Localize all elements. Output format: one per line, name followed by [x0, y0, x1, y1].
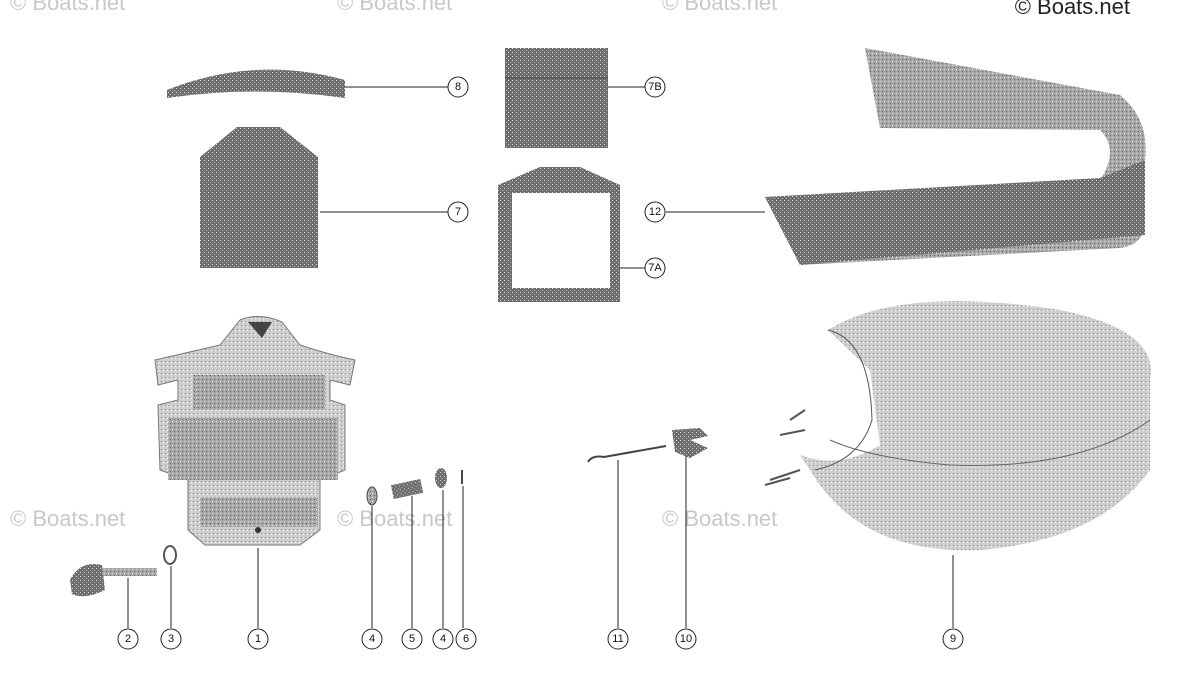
part-3-washer [163, 545, 177, 565]
callout-label: 7A [648, 262, 662, 274]
callout-7b: 7B [644, 76, 666, 98]
callout-label: 10 [680, 633, 692, 645]
watermark-mid-1: © Boats.net [10, 506, 126, 531]
callout-label: 5 [409, 633, 415, 645]
watermark-mid-3: © Boats.net [662, 506, 778, 531]
callout-label: 9 [950, 633, 956, 645]
part-4-washer-b [435, 468, 447, 488]
leader-lines [127, 86, 954, 628]
callout-1: 1 [247, 628, 269, 650]
part-11-wire [587, 445, 667, 463]
callout-7a: 7A [644, 257, 666, 279]
callout-4b: 4 [432, 628, 454, 650]
callout-4a: 4 [361, 628, 383, 650]
callout-6: 6 [455, 628, 477, 650]
callout-7: 7 [447, 201, 469, 223]
callout-label: 4 [369, 633, 375, 645]
callout-12: 12 [644, 201, 666, 223]
watermark-top-2: © Boats.net [337, 0, 453, 15]
callout-label: 1 [255, 633, 261, 645]
callout-2: 2 [117, 628, 139, 650]
callout-label: 4 [440, 633, 446, 645]
callout-3: 3 [160, 628, 182, 650]
watermark-top-1: © Boats.net [10, 0, 126, 15]
watermark-top-3: © Boats.net [662, 0, 778, 15]
part-9-band [800, 301, 1151, 551]
part-7-pad [200, 127, 318, 268]
part-7a-frame [498, 167, 620, 302]
callout-label: 3 [168, 633, 174, 645]
callout-5: 5 [401, 628, 423, 650]
part-10-clip [672, 428, 708, 458]
part-2-knob [70, 564, 105, 597]
callout-10: 10 [675, 628, 697, 650]
callout-label: 2 [125, 633, 131, 645]
part-4-washer-a [366, 486, 378, 506]
callout-9: 9 [942, 628, 964, 650]
callout-label: 6 [463, 633, 469, 645]
part-7b-pad [505, 48, 608, 148]
callout-11: 11 [607, 628, 629, 650]
watermark-mid-2: © Boats.net [337, 506, 453, 531]
callout-label: 12 [649, 206, 661, 218]
callout-8: 8 [447, 76, 469, 98]
callout-label: 8 [455, 81, 461, 93]
part-5-spring [390, 479, 424, 499]
callout-label: 11 [612, 633, 623, 645]
callout-label: 7B [648, 81, 661, 93]
callout-label: 7 [455, 206, 461, 218]
part-1-plate [154, 316, 356, 546]
part-8-strip [167, 69, 345, 98]
copyright-text: © Boats.net [1014, 0, 1130, 19]
